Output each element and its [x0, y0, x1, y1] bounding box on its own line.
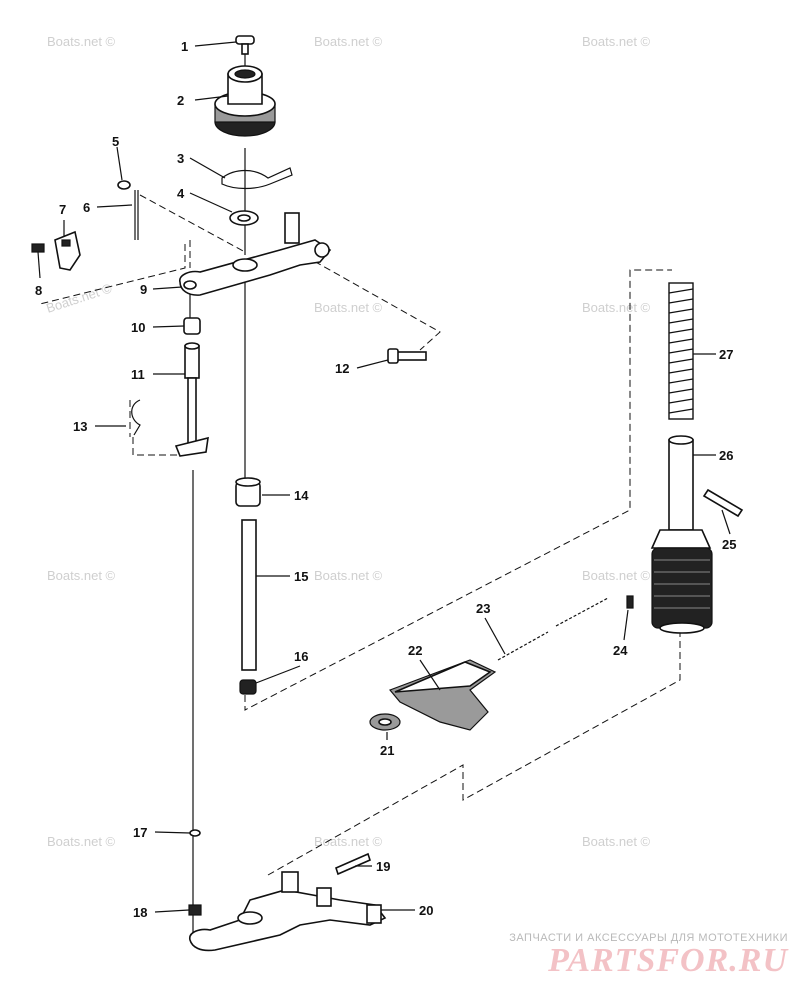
- part-15-rod-icon: [241, 519, 257, 671]
- watermark: Boats.net ©: [47, 568, 116, 583]
- watermark: Boats.net ©: [582, 34, 651, 49]
- watermark: Boats.net ©: [314, 834, 383, 849]
- part-3-clip-icon: [221, 167, 293, 190]
- brand-logo-block: ЗАПЧАСТИ И АКСЕССУАРЫ ДЛЯ МОТОТЕХНИКИ PA…: [509, 932, 788, 978]
- callout-27: 27: [719, 347, 733, 362]
- callout-19: 19: [376, 859, 390, 874]
- brand-logo: PARTSFOR.RU: [548, 942, 788, 979]
- part-11-shaft-icon: [174, 342, 209, 457]
- callout-10: 10: [131, 320, 145, 335]
- callout-15: 15: [294, 569, 308, 584]
- part-14-joint-icon: [235, 477, 261, 507]
- part-1-screw-icon: [235, 35, 255, 55]
- watermark: Boats.net ©: [47, 834, 116, 849]
- part-26-tube-icon: [650, 435, 713, 634]
- callout-23: 23: [476, 601, 490, 616]
- callout-6: 6: [83, 200, 90, 215]
- part-4-washer-icon: [229, 210, 259, 226]
- part-17-ring-icon: [189, 829, 201, 837]
- part-12-bolt-icon: [387, 348, 427, 364]
- brand-tagline: ЗАПЧАСТИ И АКСЕССУАРЫ ДЛЯ МОТОТЕХНИКИ: [509, 932, 788, 944]
- part-22-handle-icon: [388, 659, 497, 731]
- part-20-lever-icon: [189, 871, 387, 952]
- callout-13: 13: [73, 419, 87, 434]
- watermark: Boats.net ©: [44, 280, 114, 315]
- callout-25: 25: [722, 537, 736, 552]
- callout-8: 8: [35, 283, 42, 298]
- callout-16: 16: [294, 649, 308, 664]
- callout-9: 9: [140, 282, 147, 297]
- callout-20: 20: [419, 903, 433, 918]
- watermark: Boats.net ©: [314, 34, 383, 49]
- part-16-joint-icon: [239, 679, 257, 695]
- callout-7: 7: [59, 202, 66, 217]
- callout-24: 24: [613, 643, 628, 658]
- callout-leaders: [37, 41, 731, 913]
- part-27-spring-icon: [668, 282, 694, 420]
- watermark: Boats.net ©: [314, 300, 383, 315]
- part-10-collar-icon: [183, 317, 201, 335]
- part-21-washer-icon: [369, 713, 401, 731]
- part-6-pin-icon: [134, 190, 139, 240]
- part-18-nut-icon: [188, 904, 202, 916]
- watermark: Boats.net ©: [314, 568, 383, 583]
- callout-5: 5: [112, 134, 119, 149]
- callout-22: 22: [408, 643, 422, 658]
- watermark: Boats.net ©: [47, 34, 116, 49]
- part-5-screw-icon: [117, 180, 131, 190]
- callout-3: 3: [177, 151, 184, 166]
- part-9-lever-plate-icon: [179, 212, 332, 296]
- part-2-bearing-icon: [214, 65, 276, 137]
- callout-12: 12: [335, 361, 349, 376]
- callout-labels: 1 2 3 4 5 6 7 8 9 10 11 12 13 14 15 16 1…: [35, 39, 736, 920]
- part-8-screw-icon: [31, 243, 45, 253]
- part-24-screw-icon: [626, 595, 634, 609]
- callout-11: 11: [131, 367, 145, 382]
- part-13-clip-icon: [131, 399, 141, 436]
- callout-18: 18: [133, 905, 147, 920]
- part-7-bracket-icon: [54, 230, 81, 271]
- callout-14: 14: [294, 488, 309, 503]
- watermark: Boats.net ©: [582, 300, 651, 315]
- watermark: Boats.net ©: [582, 568, 651, 583]
- part-23-spring-icon: [497, 597, 609, 661]
- callout-2: 2: [177, 93, 184, 108]
- part-25-pin-icon: [702, 488, 744, 518]
- part-19-pin-icon: [335, 852, 371, 876]
- watermark-layer: Boats.net © Boats.net © Boats.net © Boat…: [44, 34, 650, 849]
- assembly-lines: [39, 194, 681, 876]
- callout-21: 21: [380, 743, 394, 758]
- callout-26: 26: [719, 448, 733, 463]
- callout-4: 4: [177, 186, 185, 201]
- callout-17: 17: [133, 825, 147, 840]
- callout-1: 1: [181, 39, 188, 54]
- watermark: Boats.net ©: [582, 834, 651, 849]
